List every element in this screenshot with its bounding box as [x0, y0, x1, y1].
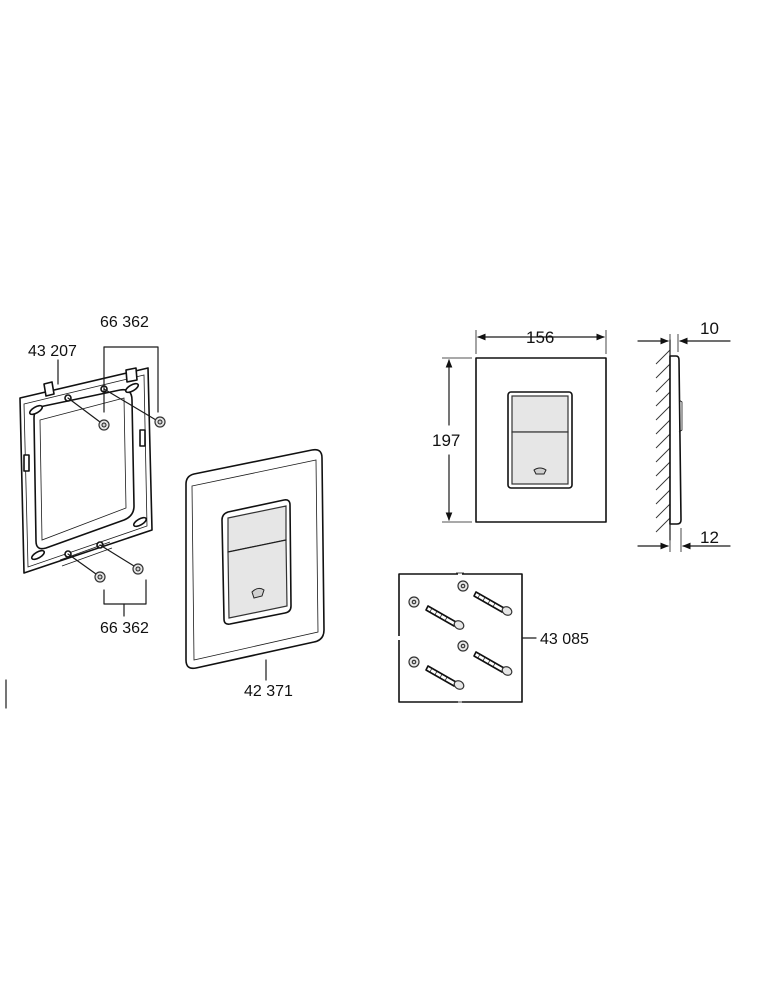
screws-bottom-label: 66 362 [100, 620, 149, 637]
frame-screws-bottom [67, 544, 144, 583]
screws-top-label: 66 362 [100, 314, 149, 331]
plate-label: 42 371 [244, 683, 293, 700]
depth-top-dimension [637, 334, 731, 352]
front-view-plate [475, 357, 607, 523]
depth-top-value: 10 [700, 319, 719, 338]
width-dimension-value: 156 [526, 328, 554, 347]
screw-kit-label: 43 085 [540, 631, 589, 648]
screw-kit-washers [408, 580, 469, 668]
screw-kit-screws [425, 591, 513, 690]
side-view [655, 339, 683, 541]
height-dimension-value: 197 [432, 431, 460, 450]
height-dimension [442, 357, 472, 523]
depth-bottom-value: 12 [700, 528, 719, 547]
mounting-frame [19, 367, 153, 574]
cover-plate [185, 448, 325, 670]
frame-leaders [57, 346, 159, 617]
frame-screws-top [67, 388, 166, 431]
depth-bottom-dimension [637, 528, 731, 552]
frame-label: 43 207 [28, 343, 77, 360]
width-dimension [475, 330, 607, 354]
